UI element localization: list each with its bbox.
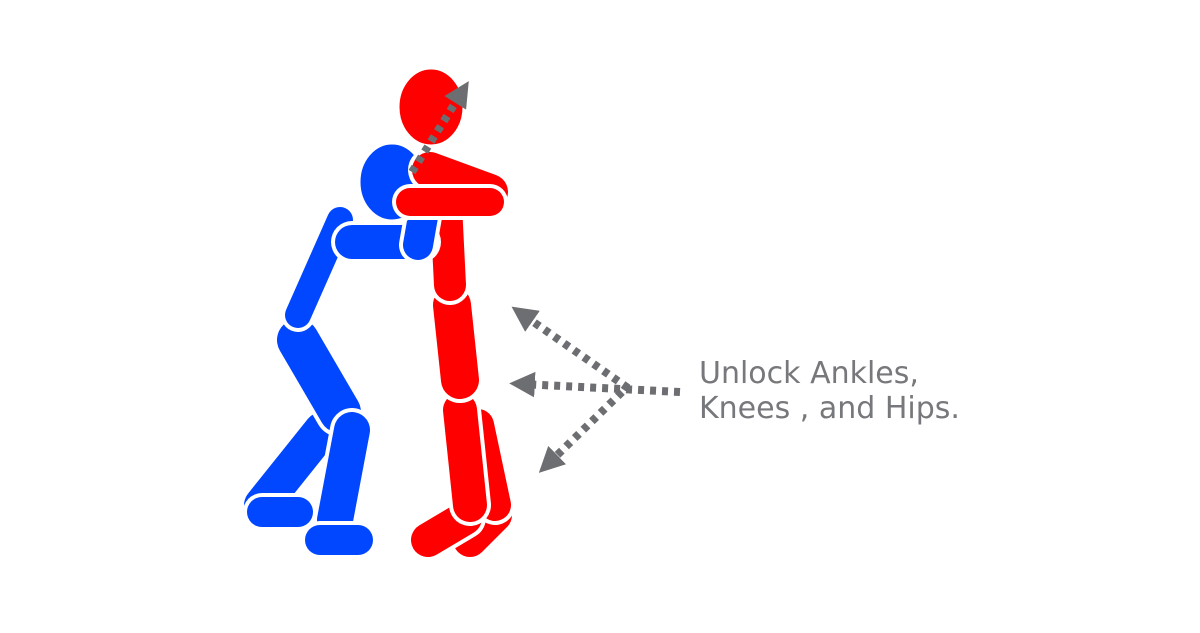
- caption-line-1: Unlock Ankles,: [699, 356, 919, 391]
- arrow-left: [509, 371, 681, 398]
- caption: Unlock Ankles, Knees , and Hips.: [699, 356, 960, 426]
- red-thigh-fill: [433, 286, 479, 399]
- blue-back-shin-fill: [244, 412, 340, 523]
- arrow-lower-left: [538, 389, 625, 473]
- arrow-upper-left: [511, 306, 631, 392]
- blue-front-shin-fill: [317, 412, 370, 538]
- blue-thigh-fill: [277, 319, 361, 433]
- arrows: [408, 81, 681, 473]
- caption-line-2: Knees , and Hips.: [699, 391, 960, 426]
- red-arm: [392, 148, 512, 220]
- red-figure: [394, 64, 516, 561]
- red-shin-front-fill: [443, 393, 487, 522]
- head-arrow: [408, 81, 469, 175]
